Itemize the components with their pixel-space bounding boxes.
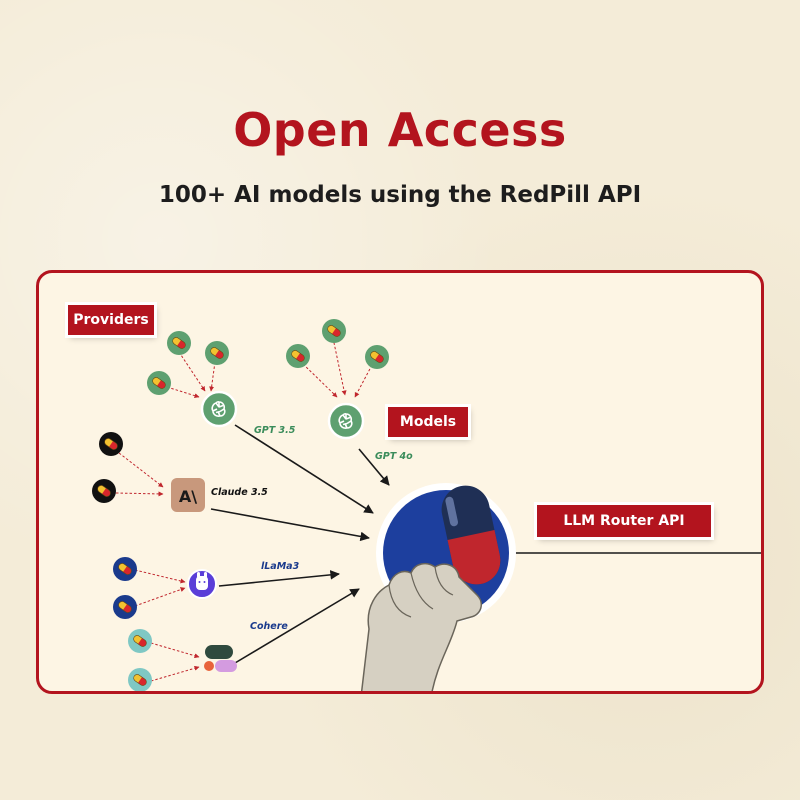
provider-pill-icon xyxy=(167,331,191,355)
provider-group-gpt4o xyxy=(286,319,389,369)
model-label-gpt35: GPT 3.5 xyxy=(254,425,296,436)
model-node-gpt35 xyxy=(200,390,238,428)
model-node-gpt4o xyxy=(327,402,365,440)
model-node-llama xyxy=(187,569,217,599)
model-node-claude: A\ xyxy=(171,478,205,512)
hero-pill-illustration xyxy=(360,483,516,691)
llm-router-api-tag: LLM Router API xyxy=(537,505,711,537)
provider-pill-icon xyxy=(113,595,137,619)
model-label-claude: Claude 3.5 xyxy=(211,487,268,498)
provider-pill-icon xyxy=(128,668,152,691)
cohere-icon xyxy=(204,645,237,672)
provider-pill-icon xyxy=(128,629,152,653)
models-tag: Models xyxy=(388,407,468,437)
provider-pill-icon xyxy=(205,341,229,365)
provider-group-gpt35 xyxy=(147,331,229,395)
page-title: Open Access xyxy=(233,103,567,157)
model-label-llama: lLaMa3 xyxy=(261,561,300,572)
provider-group-claude xyxy=(92,432,123,503)
model-arrows xyxy=(210,424,390,664)
model-node-cohere xyxy=(204,645,237,672)
providers-tag: Providers xyxy=(68,305,154,335)
page-subtitle: 100+ AI models using the RedPill API xyxy=(158,182,642,208)
llama-icon xyxy=(196,572,208,590)
anthropic-icon: A\ xyxy=(179,487,197,506)
provider-pill-icon xyxy=(365,345,389,369)
provider-group-llama xyxy=(113,557,137,619)
diagram-panel: A\ xyxy=(36,270,764,694)
provider-pill-icon xyxy=(113,557,137,581)
model-label-cohere: Cohere xyxy=(250,621,288,632)
provider-arrows xyxy=(115,337,373,682)
model-label-gpt4o: GPT 4o xyxy=(375,451,413,462)
routing-diagram: A\ xyxy=(92,319,761,691)
provider-pill-icon xyxy=(92,479,116,503)
provider-pill-icon xyxy=(99,432,123,456)
provider-pill-icon xyxy=(286,344,310,368)
provider-pill-icon xyxy=(322,319,346,343)
provider-group-cohere xyxy=(128,629,152,691)
gloved-hand xyxy=(360,562,482,691)
provider-pill-icon xyxy=(147,371,171,395)
